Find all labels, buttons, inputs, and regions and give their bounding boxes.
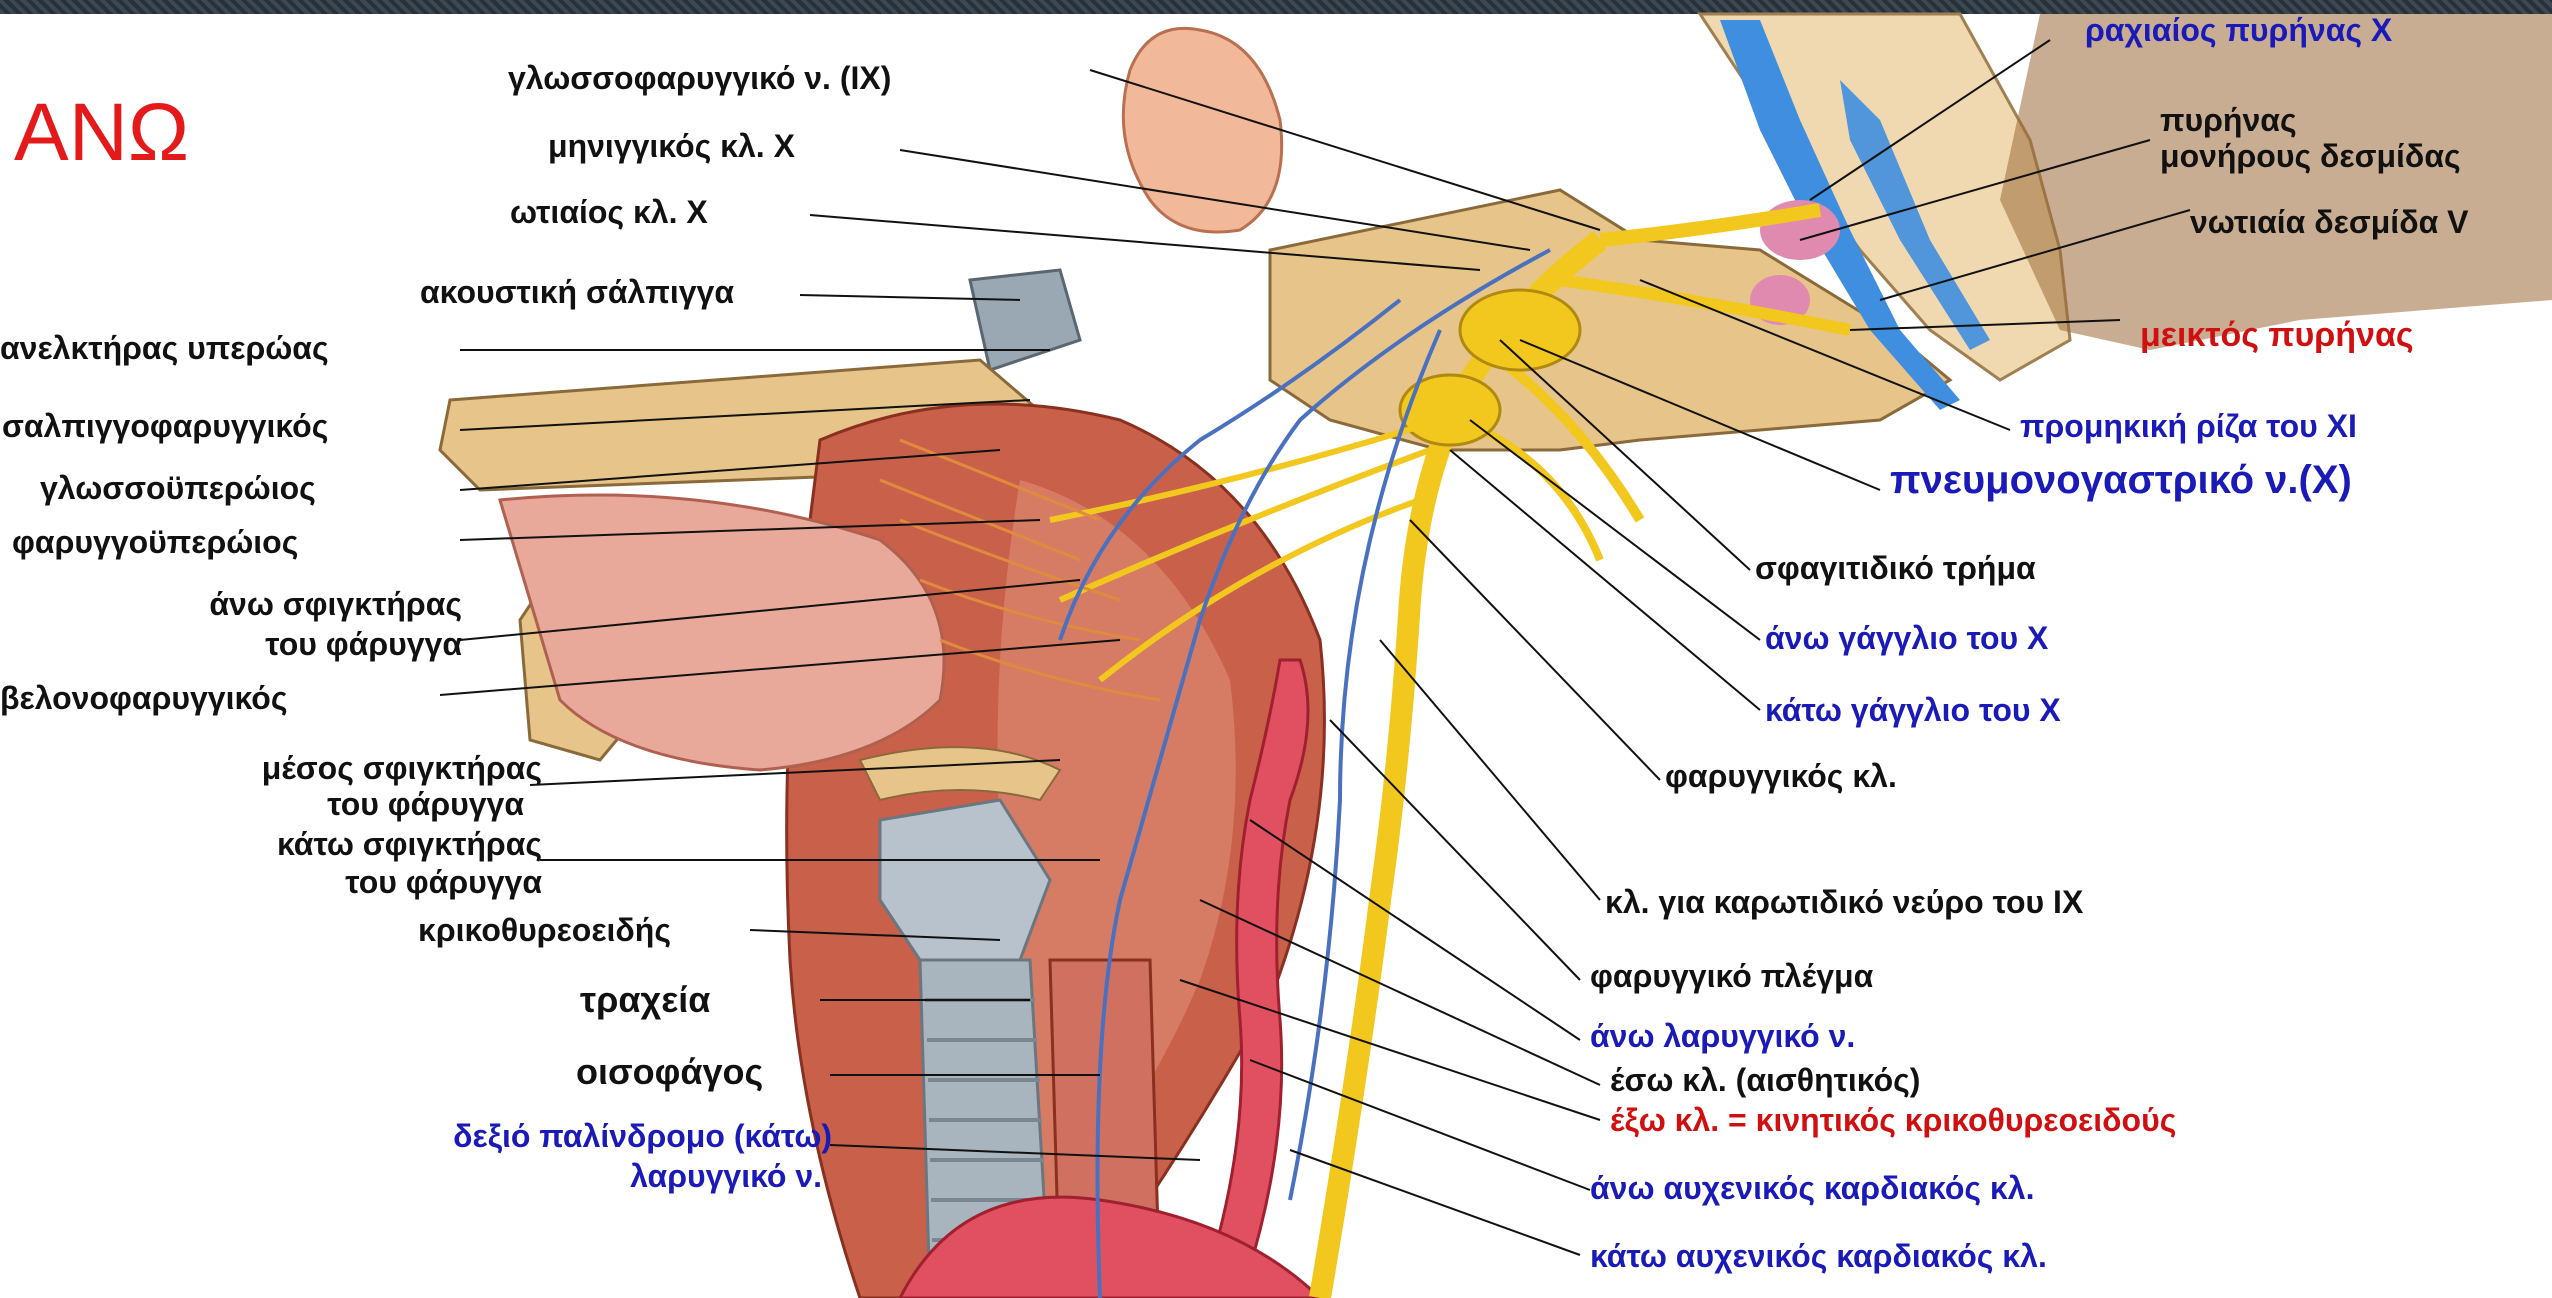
label-cranial-root: προμηκική ρίζα του XI (2020, 410, 2357, 442)
label-pharyngeal-plexus: φαρυγγικό πλέγμα (1590, 960, 1873, 992)
inferior-ganglion (1400, 375, 1500, 445)
label-spinal-tract: νωτιαία δεσμίδα V (2190, 206, 2469, 238)
ear (1123, 28, 1281, 232)
label-cricothyroid: κρικοθυρεοειδής (418, 914, 671, 946)
label-trachea: τραχεία (580, 982, 710, 1018)
label-levator-veli: ανελκτήρας υπερώας (0, 332, 329, 364)
label-stylopharyngeus: βελονοφαρυγγικός (0, 682, 287, 714)
label-carotid-branch: κλ. για καρωτιδικό νεύρο του IX (1605, 886, 2083, 918)
label-jugular-foramen: σφαγιτιδικό τρήμα (1755, 552, 2036, 584)
brainstem-dark (2000, 14, 2552, 350)
label-external-branch: έξω κλ. = κινητικός κρικοθυρεοειδούς (1610, 1104, 2176, 1136)
label-internal-branch: έσω κλ. (αισθητικός) (1610, 1064, 1920, 1096)
label-solitary-2: μονήρους δεσμίδας (2160, 140, 2461, 172)
label-solitary-1: πυρήνας (2160, 104, 2297, 136)
label-mid-constrictor-2: του φάρυγγα (327, 788, 524, 820)
label-inf-constrictor-1: κάτω σφιγκτήρας (277, 828, 542, 860)
label-ambiguus: μεικτός πυρήνας (2140, 318, 2414, 352)
corner-label: ΑΝΩ (14, 92, 189, 174)
label-sup-cardiac: άνω αυχενικός καρδιακός κλ. (1590, 1172, 2034, 1204)
label-recurrent-1: δεξιό παλίνδρομο (κάτω) (453, 1120, 832, 1152)
label-dorsal-nucleus: ραχιαίος πυρήνας Χ (2085, 14, 2392, 46)
label-sup-constrictor-1: άνω σφιγκτήρας (209, 588, 462, 620)
label-superior-ganglion: άνω γάγγλιο του Χ (1765, 622, 2048, 654)
label-auditory-tube: ακουστική σάλπιγγα (420, 276, 734, 308)
label-inferior-ganglion: κάτω γάγγλιο του Χ (1765, 694, 2061, 726)
label-sup-constrictor-2: του φάρυγγα (265, 628, 462, 660)
label-salpingopharyngeus: σαλπιγγοφαρυγγικός (2, 410, 328, 442)
label-inf-cardiac: κάτω αυχενικός καρδιακός κλ. (1590, 1240, 2047, 1272)
label-vagus: πνευμονογαστρικό ν.(Χ) (1890, 460, 2352, 500)
label-meningeal: μηνιγγικός κλ. Χ (548, 130, 795, 162)
label-palatoglossus: γλωσσοϋπερώιος (40, 472, 316, 504)
auditory-tube (970, 270, 1080, 370)
label-esophagus: οισοφάγος (576, 1054, 763, 1090)
label-sup-laryngeal: άνω λαρυγγικό ν. (1590, 1020, 1855, 1052)
label-inf-constrictor-2: του φάρυγγα (345, 866, 542, 898)
label-mid-constrictor-1: μέσος σφιγκτήρας (262, 752, 542, 784)
label-recurrent-2: λαρυγγικό ν. (630, 1160, 822, 1192)
label-glossopharyngeal: γλωσσοφαρυγγικό ν. (IX) (508, 62, 891, 94)
label-auricular: ωτιαίος κλ. Χ (510, 196, 708, 228)
label-pharyngeal-branch: φαρυγγικός κλ. (1665, 760, 1897, 792)
label-palatopharyngeus: φαρυγγοϋπερώιος (12, 526, 298, 558)
